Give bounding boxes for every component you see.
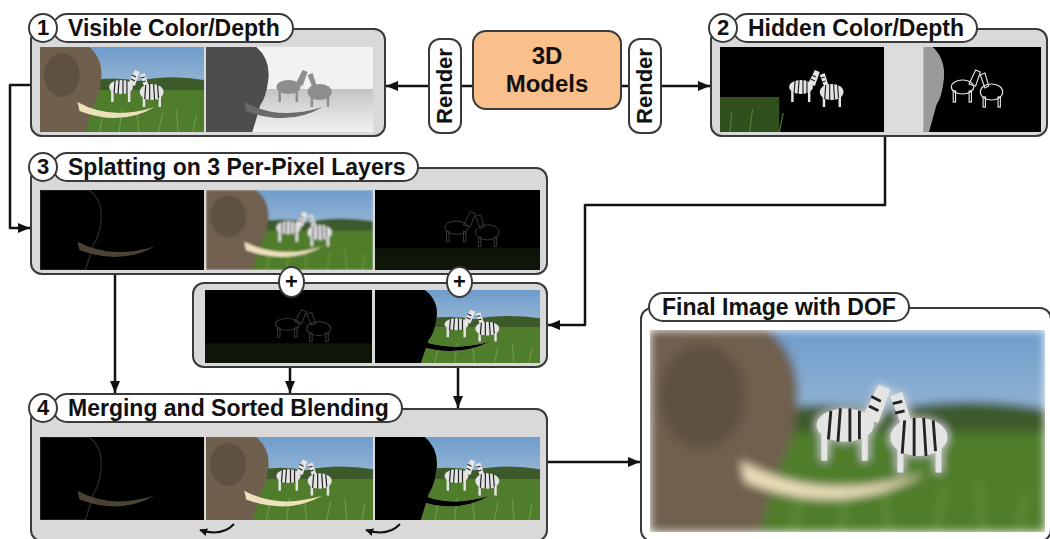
final-image — [650, 330, 1045, 532]
final-image-box: Final Image with DOF — [640, 307, 1050, 539]
plus-circle: + — [278, 266, 305, 298]
connector-arrow — [457, 368, 460, 408]
heading-group: 4Merging and Sorted Blending — [28, 393, 403, 423]
panel-box: 4Merging and Sorted Blending — [30, 408, 548, 539]
panel-fill — [30, 28, 386, 137]
layer-image — [375, 190, 540, 270]
panel-box — [192, 282, 548, 368]
panel-heading: Final Image with DOF — [648, 292, 910, 322]
merged-image — [206, 437, 373, 520]
panel-heading: Hidden Color/Depth — [732, 13, 978, 43]
panel-fill — [30, 408, 548, 539]
step-number: 2 — [708, 13, 738, 43]
blend-arrow — [366, 524, 400, 532]
connector-arrow — [662, 85, 710, 88]
heading-group: Final Image with DOF — [648, 292, 910, 322]
panel-box: 2Hidden Color/Depth — [710, 28, 1048, 137]
render-label: Render — [432, 48, 458, 124]
panel-heading: Visible Color/Depth — [52, 13, 294, 43]
render-label: Render — [632, 48, 658, 124]
render-box: Render — [428, 38, 462, 134]
plus-sign: + — [285, 271, 298, 293]
plus-circle: + — [446, 266, 473, 298]
heading-group: 1Visible Color/Depth — [28, 13, 294, 43]
panel-heading: Splatting on 3 Per-Pixel Layers — [52, 152, 419, 182]
render-box: Render — [628, 38, 662, 134]
hidden-color-image — [720, 47, 884, 132]
heading-group: 2Hidden Color/Depth — [708, 13, 978, 43]
heading-group: 3Splatting on 3 Per-Pixel Layers — [28, 152, 419, 182]
connector-arrow — [10, 85, 30, 228]
connector-arrow — [114, 275, 117, 393]
plus-sign: + — [453, 271, 466, 293]
hidden-depth-image — [886, 47, 1041, 132]
panel-fill — [640, 307, 1050, 539]
panel-box: 3Splatting on 3 Per-Pixel Layers — [30, 167, 548, 275]
step-number: 1 — [28, 13, 58, 43]
layer-image — [206, 190, 373, 270]
merged-image — [40, 437, 204, 520]
merged-image — [375, 437, 540, 520]
step-number: 4 — [28, 393, 58, 423]
panel-fill — [30, 167, 548, 275]
color-image — [40, 47, 204, 132]
connector-arrow — [548, 461, 640, 464]
depth-image — [206, 47, 373, 132]
connector-arrow — [462, 85, 472, 88]
step-number: 3 — [28, 152, 58, 182]
panel-heading: Merging and Sorted Blending — [52, 393, 403, 423]
blend-arrow — [200, 524, 234, 532]
panel-fill — [710, 28, 1048, 137]
box-label: 3D Models — [497, 42, 597, 97]
connector-arrow — [289, 368, 292, 393]
connector-arrow — [386, 85, 428, 88]
panel-fill — [192, 282, 548, 368]
layer-image — [375, 290, 540, 363]
models-box: 3D Models — [472, 30, 622, 110]
panel-box: 1Visible Color/Depth — [30, 28, 386, 137]
layer-image — [40, 190, 204, 270]
layer-image — [205, 290, 372, 363]
